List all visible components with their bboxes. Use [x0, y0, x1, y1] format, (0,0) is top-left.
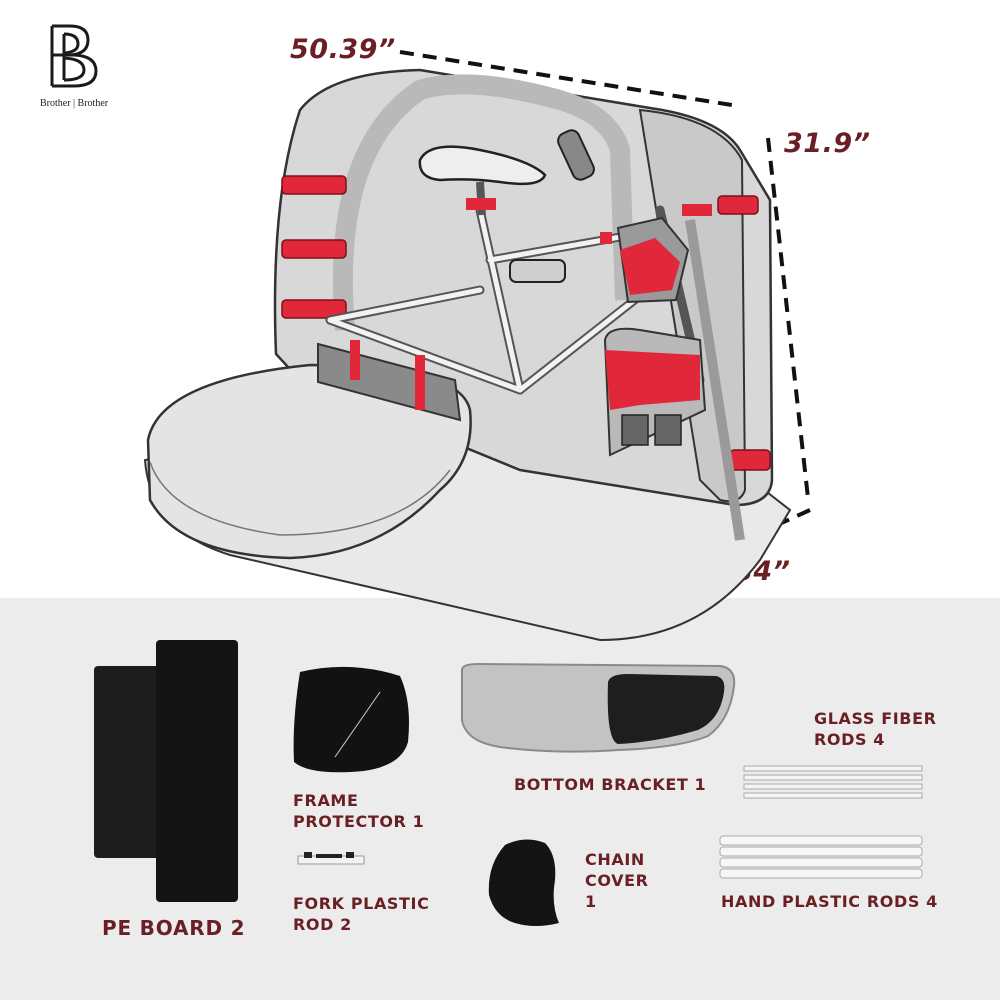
- fork-plastic-rod-image: [297, 852, 365, 865]
- chain-cover-image: [488, 839, 559, 926]
- chain-cover-label: CHAIN COVER 1: [585, 850, 649, 911]
- brand-logo-icon: [50, 24, 98, 88]
- glass-fiber-rods-label: GLASS FIBER RODS 4: [814, 709, 937, 749]
- brand-logo-text: Brother | Brother: [40, 98, 109, 109]
- hand-plastic-rods-label: HAND PLASTIC RODS 4: [721, 892, 938, 911]
- bottom-bracket-image: [461, 662, 736, 753]
- bottom-bracket-label: BOTTOM BRACKET 1: [514, 775, 707, 794]
- pe-board-label: PE BOARD 2: [102, 916, 246, 940]
- frame-protector-image: [293, 666, 409, 773]
- dimension-length-label: 50.39”: [290, 34, 396, 65]
- bike-bag-illustration: [143, 68, 792, 642]
- hand-plastic-rods-image: [719, 835, 923, 879]
- fork-plastic-rod-label: FORK PLASTIC ROD 2: [293, 894, 430, 934]
- pe-board-image: [94, 640, 238, 902]
- dimension-height-label: 31.9”: [784, 128, 871, 159]
- glass-fiber-rods-image: [743, 765, 923, 799]
- frame-protector-label: FRAME PROTECTOR 1: [293, 791, 425, 831]
